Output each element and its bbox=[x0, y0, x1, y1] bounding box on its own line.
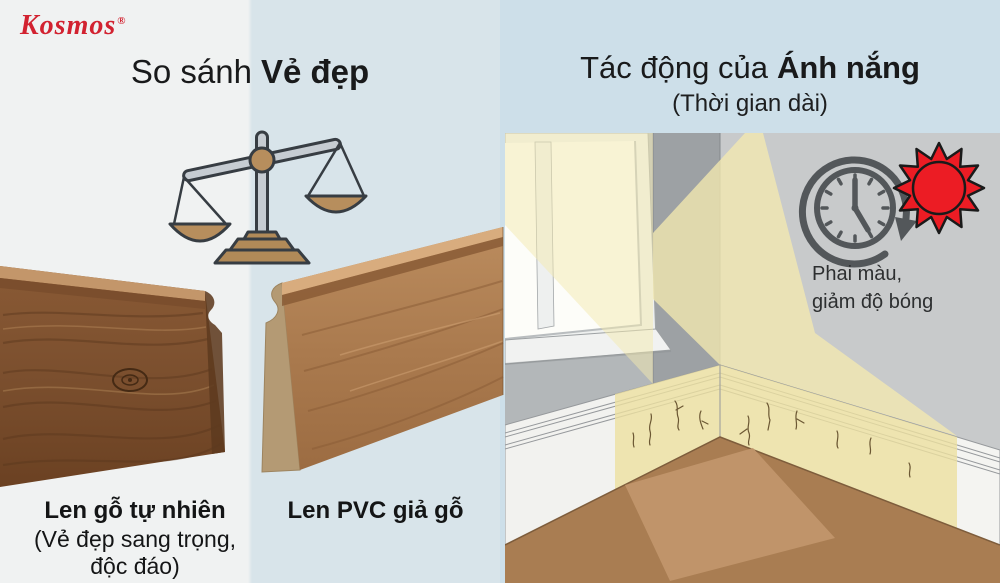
skirting-left-sun-faded bbox=[615, 365, 720, 490]
room-illustration: Phai màu, giảm độ bóng bbox=[505, 133, 1000, 583]
caption-line2: giảm độ bóng bbox=[812, 291, 933, 313]
right-title-regular: Tác động của bbox=[580, 50, 768, 85]
natural-board-face bbox=[0, 266, 225, 487]
beam-on-window-wall bbox=[505, 133, 653, 384]
left-title-regular: So sánh bbox=[130, 53, 252, 90]
skirting-right-sun-faded bbox=[720, 365, 957, 528]
caption-line1: Phai màu, bbox=[812, 263, 902, 285]
natural-board-molding-highlight bbox=[0, 266, 205, 301]
beam-on-right-wall bbox=[653, 133, 957, 436]
balance-scale-icon bbox=[168, 130, 368, 265]
clock-center-dot bbox=[851, 204, 859, 212]
skirting-left-grooves bbox=[505, 372, 721, 450]
pvc-board-grain-highlights bbox=[339, 312, 504, 392]
natural-board-label-block: Len gỗ tự nhiên (Vẻ đẹp sang trọng, độc … bbox=[10, 496, 260, 580]
brand-logo-text: Kosmos bbox=[20, 10, 117, 41]
floor-edge-line bbox=[505, 436, 1000, 546]
scale-base-bottom bbox=[213, 248, 311, 265]
right-panel-subtitle: (Thời gian dài) bbox=[672, 90, 828, 117]
clock-face bbox=[814, 167, 896, 249]
pvc-board-label-block: Len PVC giả gỗ bbox=[258, 496, 493, 526]
right-panel-title: Tác động của Ánh nắng bbox=[500, 50, 1000, 86]
room-skirting bbox=[505, 364, 1000, 546]
natural-board-knot bbox=[112, 368, 148, 392]
pvc-wood-board bbox=[261, 227, 504, 473]
right-title-bold: Ánh nắng bbox=[776, 50, 920, 85]
light-beam bbox=[505, 133, 957, 436]
registered-trademark-symbol: ® bbox=[117, 14, 127, 27]
pvc-board-molding-highlight bbox=[282, 227, 503, 295]
clock-hands bbox=[852, 177, 871, 233]
scale-left-strings bbox=[172, 176, 227, 225]
natural-wood-board bbox=[0, 266, 225, 487]
clock-ticks bbox=[820, 173, 890, 243]
pvc-board-label: Len PVC giả gỗ bbox=[287, 497, 464, 524]
natural-board-molding-shadow bbox=[0, 278, 205, 309]
scale-left-pan bbox=[168, 222, 232, 243]
natural-board-subtitle-line2: độc đáo) bbox=[90, 553, 180, 579]
sun-icon bbox=[892, 141, 986, 235]
left-panel-title: So sánh Vẻ đẹp bbox=[0, 53, 500, 91]
sun-core bbox=[911, 160, 967, 216]
natural-board-end-grain bbox=[205, 291, 225, 454]
natural-board-subtitle-line1: (Vẻ đẹp sang trọng, bbox=[33, 526, 237, 552]
sunlight-floor-patch bbox=[625, 448, 835, 581]
product-boards bbox=[0, 227, 504, 487]
clock-elapsed-icon bbox=[798, 156, 917, 268]
scale-pivot bbox=[248, 146, 276, 174]
pvc-board-molding-shadow bbox=[282, 237, 503, 306]
left-title-bold: Vẻ đẹp bbox=[260, 53, 370, 90]
natural-board-grain-highlights bbox=[2, 325, 215, 395]
scale-right-strings bbox=[306, 142, 366, 197]
natural-board-label: Len gỗ tự nhiên bbox=[44, 497, 226, 524]
clock-cycle-arrow bbox=[798, 156, 910, 268]
scale-right-pan bbox=[304, 194, 368, 214]
brand-logo: Kosmos® bbox=[20, 10, 126, 42]
clock-arrowhead bbox=[895, 217, 917, 241]
pvc-board-grain bbox=[301, 280, 504, 450]
pvc-board-end-cap bbox=[261, 282, 301, 473]
natural-board-grain bbox=[2, 311, 223, 467]
